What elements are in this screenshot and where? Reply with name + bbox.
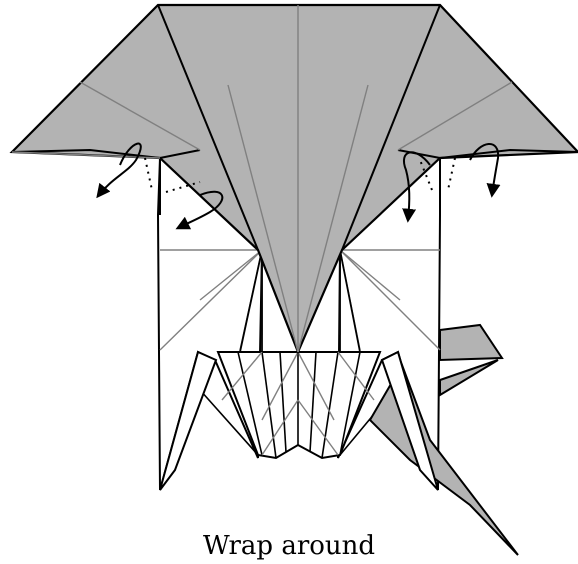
top-flap bbox=[12, 5, 578, 352]
step-caption: Wrap around bbox=[0, 529, 578, 563]
right-fin-upper bbox=[440, 325, 502, 360]
right-fin-lower bbox=[440, 360, 498, 395]
